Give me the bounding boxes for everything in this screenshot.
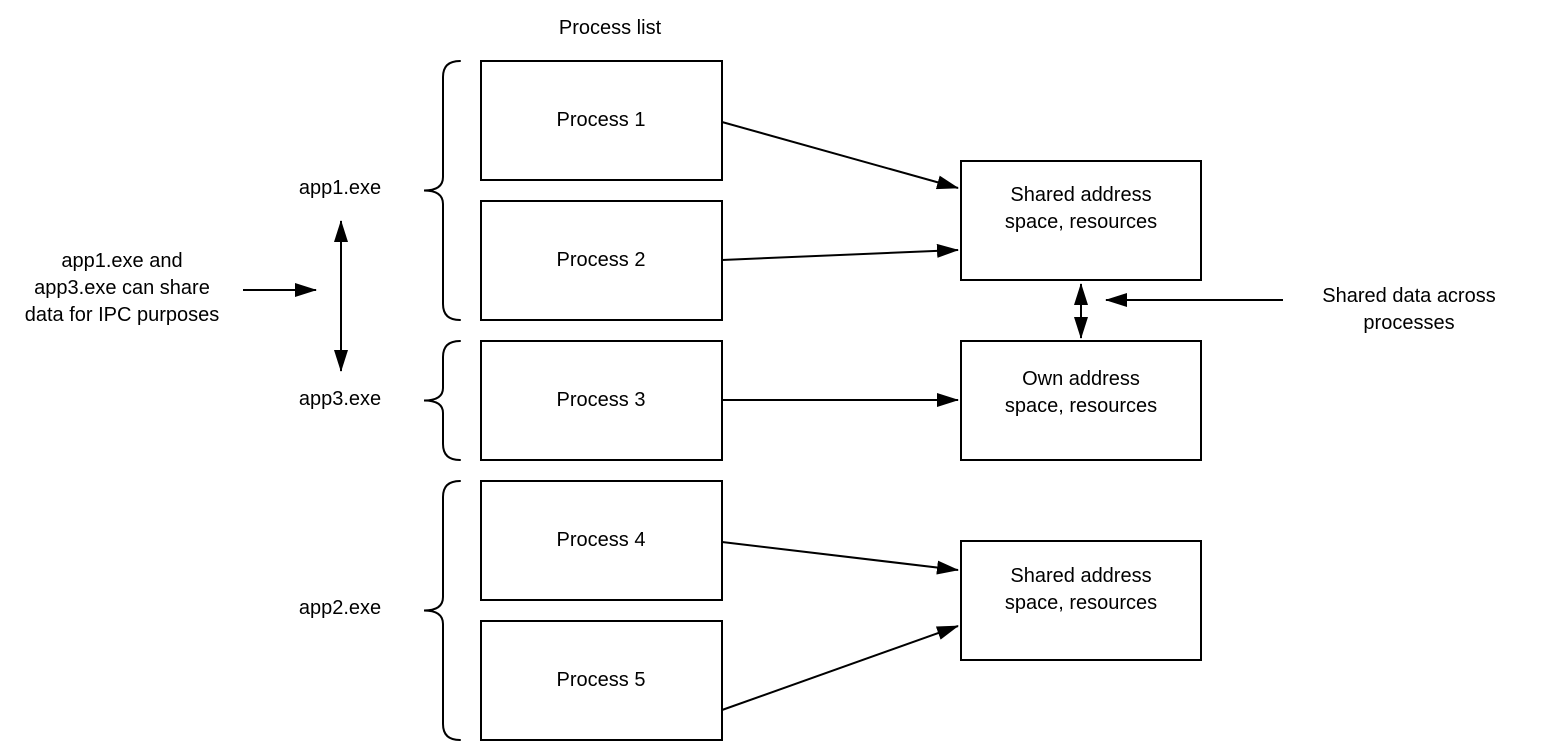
process-4-box: Process 4 [480, 480, 723, 601]
arrow-process4-to-shared2 [721, 541, 959, 575]
own-address-box: Own address space, resources [960, 340, 1202, 461]
label-app3-exe: app3.exe [299, 388, 381, 410]
shared-data-annotation-line1: Shared data across [1322, 285, 1495, 307]
shared-address-box-1-line2: space, resources [1005, 211, 1157, 233]
shared-address-box-2-line1: Shared address [1010, 565, 1151, 587]
brace-app1 [423, 60, 461, 321]
ipc-annotation-line2: app3.exe can share [34, 277, 210, 299]
shared-address-box-1-line1: Shared address [1010, 184, 1151, 206]
arrow-process2-to-shared1 [721, 243, 959, 261]
label-app2-exe: app2.exe [299, 597, 381, 619]
process-2-box: Process 2 [480, 200, 723, 321]
process-5-box: Process 5 [480, 620, 723, 741]
process-1-label: Process 1 [557, 109, 646, 131]
process-4-label: Process 4 [557, 529, 646, 551]
shared-address-box-2-line2: space, resources [1005, 592, 1157, 614]
own-address-box-line1: Own address [1022, 368, 1140, 390]
process-5-label: Process 5 [557, 669, 646, 691]
label-app1-exe: app1.exe [299, 177, 381, 199]
diagram-title: Process list [559, 17, 662, 39]
process-1-box: Process 1 [480, 60, 723, 181]
brace-app3 [423, 340, 461, 461]
arrow-process5-to-shared2 [721, 625, 959, 711]
brace-app2 [423, 480, 461, 741]
process-3-box: Process 3 [480, 340, 723, 461]
ipc-annotation: app1.exe and app3.exe can share data for… [25, 250, 220, 326]
shared-address-box-1: Shared address space, resources [960, 160, 1202, 281]
process-3-label: Process 3 [557, 389, 646, 411]
own-address-box-line2: space, resources [1005, 395, 1157, 417]
ipc-annotation-line1: app1.exe and [61, 250, 182, 272]
process-2-label: Process 2 [557, 249, 646, 271]
shared-data-annotation-line2: processes [1363, 312, 1454, 334]
shared-address-box-2: Shared address space, resources [960, 540, 1202, 661]
shared-data-annotation: Shared data across processes [1322, 285, 1495, 334]
arrow-process1-to-shared1 [721, 121, 959, 190]
ipc-annotation-line3: data for IPC purposes [25, 304, 220, 326]
